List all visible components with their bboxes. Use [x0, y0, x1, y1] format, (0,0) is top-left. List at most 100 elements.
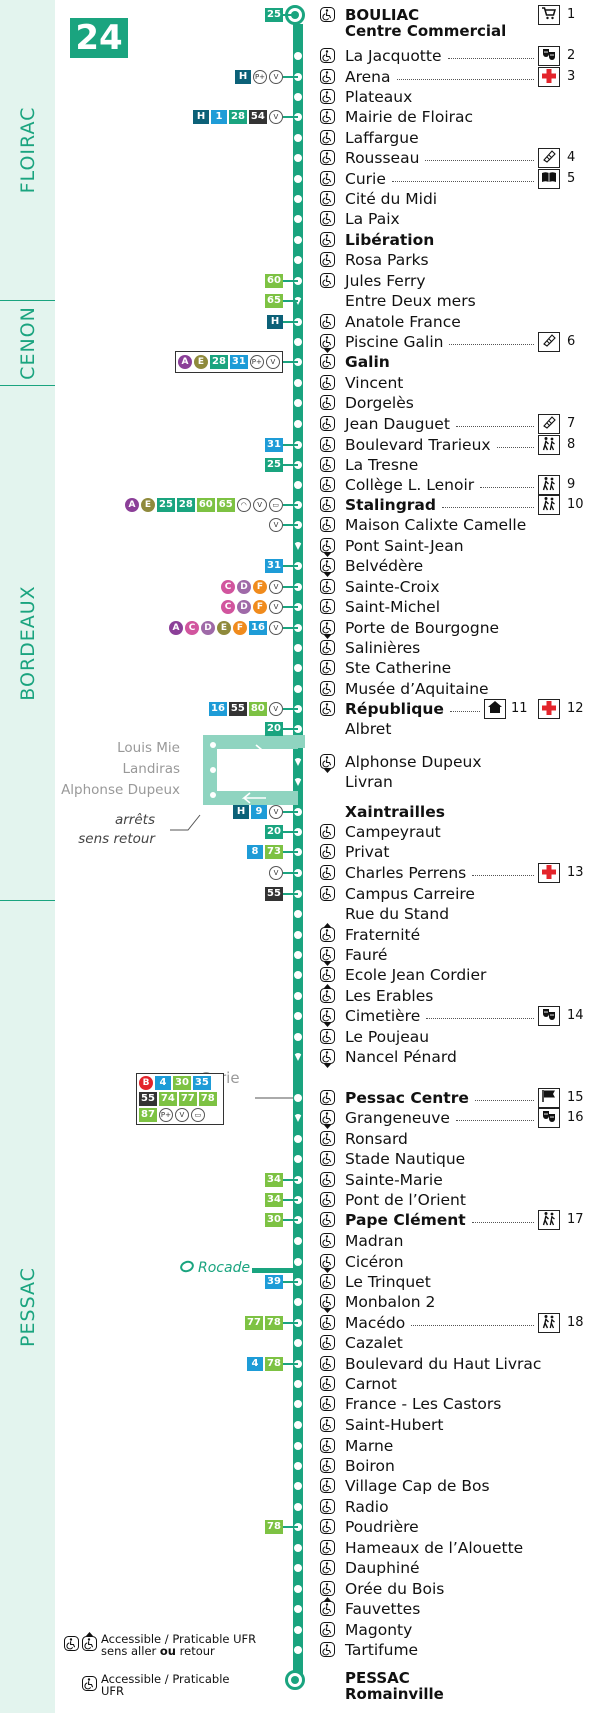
stop-dot	[294, 890, 302, 898]
stop-dot	[294, 338, 302, 346]
stop-name: La Paix	[345, 210, 400, 228]
return-stop-landiras: Landiras	[122, 761, 180, 777]
connection-line-9: 9	[251, 805, 267, 819]
service-icon: V	[269, 518, 283, 532]
stop-dot	[294, 52, 302, 60]
stop-name: Fauré	[345, 946, 388, 964]
rocade-bar	[252, 1268, 294, 1273]
accessibility-icon	[320, 1376, 335, 1391]
stop-name: Campeyraut	[345, 823, 441, 841]
connection-tick	[283, 851, 298, 853]
accessibility-icon	[320, 1478, 335, 1493]
tram-line-D: D	[201, 621, 215, 635]
connection-line-31: 31	[229, 355, 248, 369]
stop-connections: 60	[265, 274, 283, 288]
stop-name: Privat	[345, 843, 390, 861]
poi-number: 14	[567, 1008, 584, 1023]
stop-name: Pont Saint-Jean	[345, 537, 464, 555]
stop-name: Radio	[345, 1498, 389, 1516]
poi-book-icon	[538, 169, 560, 189]
stop-name: Stalingrad	[345, 496, 436, 514]
stop-dot	[294, 256, 302, 264]
legend-line2: UFR	[101, 1684, 125, 1698]
poi-number: 7	[567, 416, 576, 431]
accessibility-icon	[320, 130, 335, 145]
accessibility-icon	[320, 109, 335, 124]
stop-connections: 25	[265, 458, 283, 472]
stop-dot	[294, 1503, 302, 1511]
poi-number: 15	[567, 1090, 584, 1105]
connection-line-55: 55	[265, 887, 283, 901]
stop-name: Magonty	[345, 1621, 413, 1639]
stop-dot	[294, 1482, 302, 1490]
poi-leader	[392, 181, 534, 182]
accessibility-icon	[320, 437, 335, 452]
tram-line-C: C	[221, 600, 235, 614]
accessibility-icon	[320, 354, 335, 369]
accessibility-icon	[320, 1090, 335, 1105]
tram-line-D: D	[237, 600, 251, 614]
service-icon: V	[252, 498, 267, 512]
stop-name: Curie	[345, 170, 386, 188]
connection-line-4: 4	[247, 1357, 263, 1371]
zone-separator	[0, 300, 55, 301]
accessibility-icon	[320, 1356, 335, 1371]
tram-line-E: E	[194, 355, 208, 369]
stop-dot	[294, 277, 302, 285]
poi-ticket-icon	[538, 332, 560, 352]
tram-line-D: D	[237, 580, 251, 594]
stop-name: Alphonse Dupeux	[345, 753, 482, 771]
connection-line-77: 77	[245, 1316, 263, 1330]
poi-cross-icon	[538, 67, 560, 87]
stop-dot-one-way	[294, 1053, 302, 1061]
stop-name-line2: Romainville	[345, 1685, 444, 1703]
connection-line-25: 25	[157, 498, 175, 512]
poi-hike-icon	[538, 1313, 560, 1333]
accessibility-icon	[320, 1192, 335, 1207]
stop-name: Dauphiné	[345, 1559, 420, 1577]
connection-line-20: 20	[265, 825, 283, 839]
stop-name-line1: PESSAC	[345, 1669, 410, 1687]
poi-leader	[456, 426, 534, 427]
stop-dot	[294, 624, 302, 632]
stop-name: Ste Catherine	[345, 659, 452, 677]
connection-line-34: 34	[265, 1193, 283, 1207]
poi-number: 1	[567, 7, 576, 22]
accessibility-icon	[320, 620, 335, 639]
stop-name: Musée d’Aquitaine	[345, 680, 489, 698]
stop-name: Marne	[345, 1437, 394, 1455]
poi-leader	[425, 160, 534, 161]
tram-line-F: F	[233, 621, 247, 635]
stop-dot	[294, 1237, 302, 1245]
accessibility-icon	[320, 1597, 335, 1616]
accessibility-icon	[320, 416, 335, 431]
accessibility-icon	[320, 375, 335, 390]
service-icon: ▭	[190, 1108, 205, 1122]
stop-dot	[294, 1012, 302, 1020]
poi-leader	[449, 344, 534, 345]
stop-connections: V	[269, 518, 283, 532]
stop-name: Ecole Jean Cordier	[345, 966, 487, 984]
stop-name: Collège L. Lenoir	[345, 476, 475, 494]
accessibility-icon	[320, 1274, 335, 1289]
connection-line-28: 28	[210, 355, 228, 369]
stop-name: Laffargue	[345, 129, 419, 147]
stop-name: Grangeneuve	[345, 1109, 450, 1127]
return-stop-alphonse-dupeux: Alphonse Dupeux	[61, 782, 180, 798]
stop-connections: 31	[265, 438, 283, 452]
accessibility-icon	[320, 1315, 335, 1330]
connection-line-25: 25	[265, 8, 283, 22]
connection-line-16: 16	[249, 621, 267, 635]
stop-name: Carnot	[345, 1375, 397, 1393]
stop-connections: 78	[265, 1520, 283, 1534]
tram-line-F: F	[253, 580, 267, 594]
stop-name: Maison Calixte Camelle	[345, 516, 527, 534]
stop-dot	[294, 725, 302, 733]
poi-theatre-icon	[538, 46, 560, 66]
connection-line-60: 60	[196, 498, 215, 512]
stop-dot	[294, 1400, 302, 1408]
poi-leader	[426, 1018, 534, 1019]
stop-dot	[294, 215, 302, 223]
stop-name: Stade Nautique	[345, 1150, 466, 1168]
accessibility-icon	[320, 681, 335, 696]
